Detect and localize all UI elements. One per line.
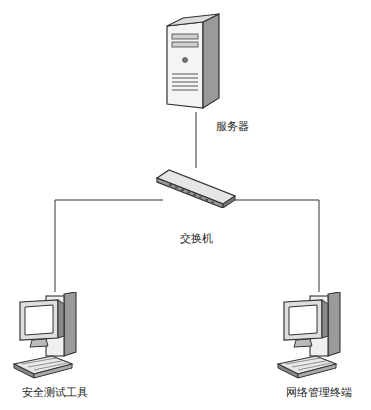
device-label: 安全测试工具 xyxy=(21,386,89,400)
computer-icon xyxy=(12,292,98,382)
server-icon xyxy=(163,12,223,112)
network-cable xyxy=(196,112,197,168)
server-node: 服务器 xyxy=(163,12,223,112)
switch-icon xyxy=(155,168,237,208)
switch-node: 交换机 xyxy=(155,168,237,208)
network-cable xyxy=(55,200,163,292)
computer-icon xyxy=(276,292,362,382)
computer-node: 安全测试工具 xyxy=(12,292,98,382)
device-label: 网络管理终端 xyxy=(285,386,353,400)
computer-node: 网络管理终端 xyxy=(276,292,362,382)
device-label: 服务器 xyxy=(215,120,250,134)
device-label: 交换机 xyxy=(179,232,214,246)
network-cable xyxy=(229,200,319,292)
